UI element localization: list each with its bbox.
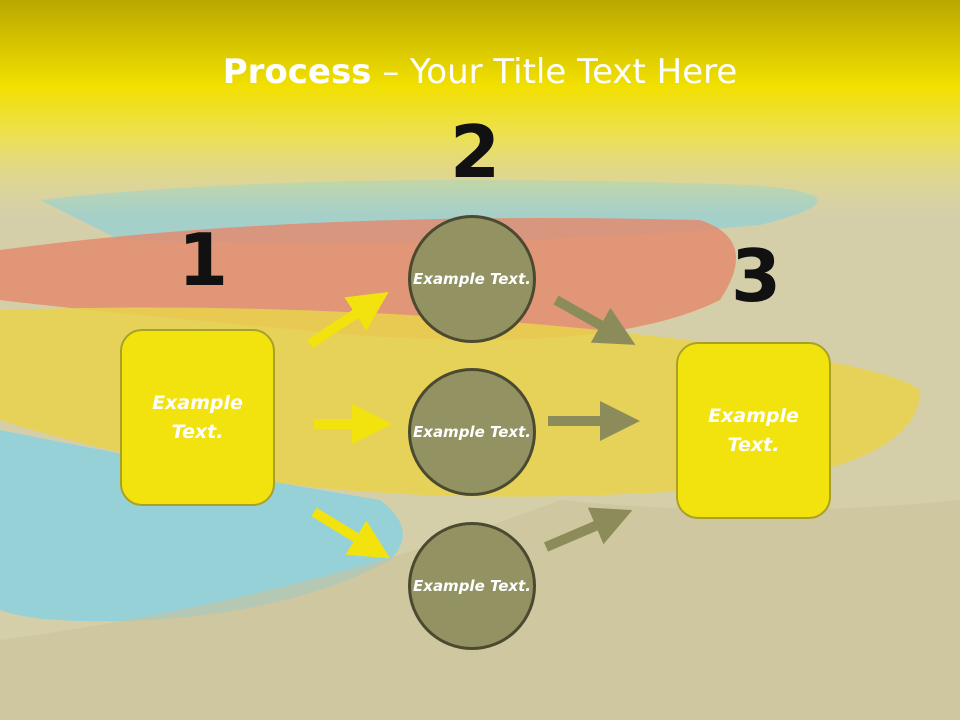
circle-top: Example Text. xyxy=(408,215,536,343)
circle-top-text: Example Text. xyxy=(413,269,531,288)
step-number-3: 3 xyxy=(731,234,782,318)
slide-title: Process – Your Title Text Here xyxy=(0,52,960,92)
circle-middle: Example Text. xyxy=(408,368,536,496)
circle-bottom-text: Example Text. xyxy=(413,576,531,595)
title-bold: Process xyxy=(222,52,372,92)
circle-bottom: Example Text. xyxy=(408,522,536,650)
step-number-2: 2 xyxy=(450,110,501,194)
title-rest: – Your Title Text Here xyxy=(371,52,738,92)
step-3-box: Example Text. xyxy=(676,342,831,519)
circle-middle-text: Example Text. xyxy=(413,422,531,441)
step-3-text: Example Text. xyxy=(708,404,799,456)
step-number-1: 1 xyxy=(178,218,229,302)
step-1-text: Example Text. xyxy=(152,391,243,443)
step-1-box: Example Text. xyxy=(120,329,275,506)
